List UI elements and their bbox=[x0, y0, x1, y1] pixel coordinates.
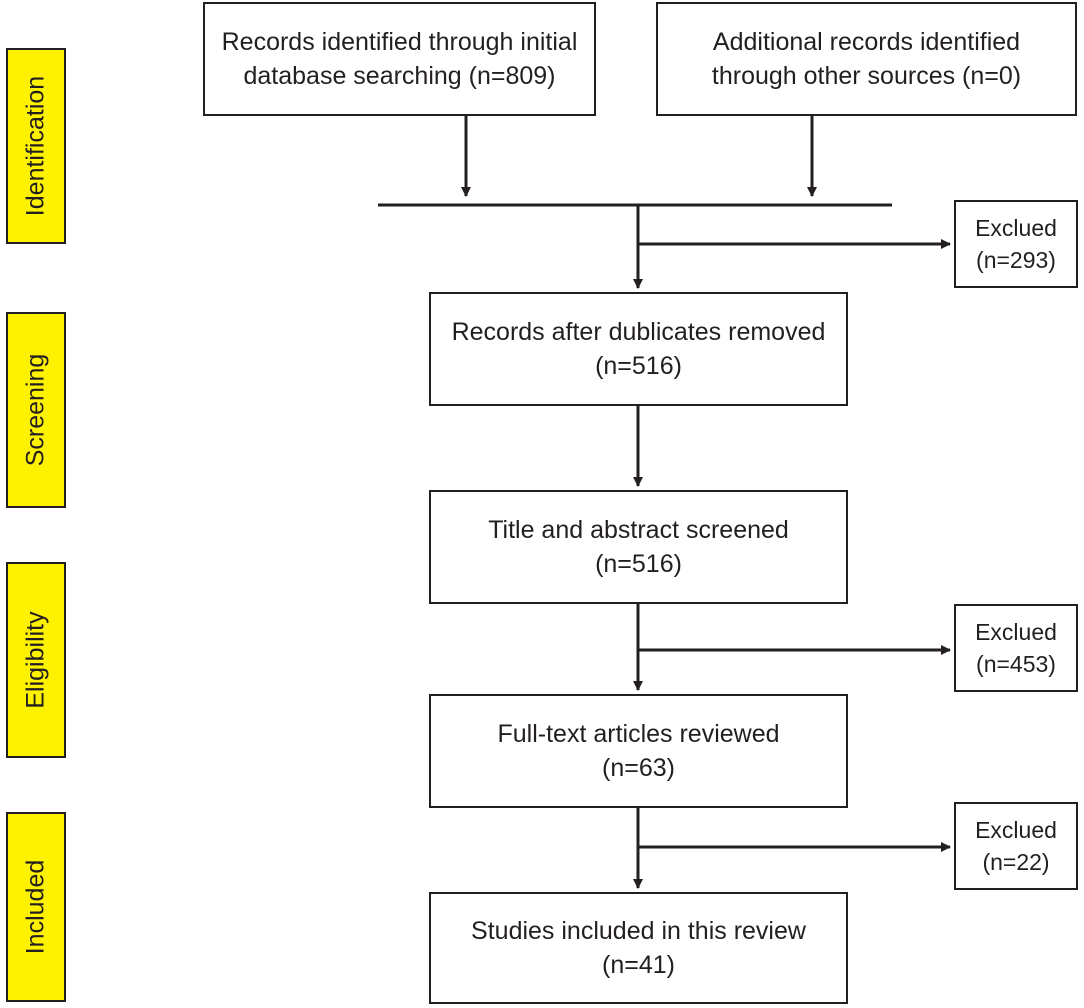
box-database-search-line2: database searching (n=809) bbox=[243, 62, 556, 90]
box-excluded-22-line2: (n=22) bbox=[982, 849, 1050, 875]
phase-identification: Identification bbox=[6, 48, 66, 244]
phase-eligibility-label: Eligibility bbox=[21, 611, 50, 709]
box-excluded-293: Exclued (n=293) bbox=[954, 200, 1078, 288]
box-excluded-453-line1: Exclued bbox=[975, 619, 1057, 645]
box-full-text-line1: Full-text articles reviewed bbox=[497, 720, 780, 748]
box-screened-line1: Title and abstract screened bbox=[488, 516, 789, 544]
phase-included: Included bbox=[6, 812, 66, 1002]
box-excluded-22-line1: Exclued bbox=[975, 817, 1057, 843]
phase-eligibility: Eligibility bbox=[6, 562, 66, 758]
box-screened-line2: (n=516) bbox=[595, 550, 682, 578]
box-duplicates-removed: Records after dublicates removed (n=516) bbox=[429, 292, 848, 406]
box-other-sources-line2: through other sources (n=0) bbox=[711, 62, 1022, 90]
box-excluded-22: Exclued (n=22) bbox=[954, 802, 1078, 890]
box-database-search-line1: Records identified through initial bbox=[221, 28, 578, 56]
box-other-sources: Additional records identified through ot… bbox=[656, 2, 1077, 116]
phase-screening: Screening bbox=[6, 312, 66, 508]
phase-included-label: Included bbox=[21, 859, 50, 955]
box-excluded-293-line1: Exclued bbox=[975, 215, 1057, 241]
box-duplicates-removed-line1: Records after dublicates removed bbox=[451, 318, 826, 346]
box-excluded-453: Exclued (n=453) bbox=[954, 604, 1078, 692]
phase-identification-label: Identification bbox=[21, 75, 50, 217]
box-screened: Title and abstract screened (n=516) bbox=[429, 490, 848, 604]
box-excluded-453-line2: (n=453) bbox=[976, 651, 1056, 677]
box-duplicates-removed-line2: (n=516) bbox=[595, 352, 682, 380]
box-full-text: Full-text articles reviewed (n=63) bbox=[429, 694, 848, 808]
box-included-studies-line1: Studies included in this review bbox=[471, 917, 806, 945]
box-database-search: Records identified through initial datab… bbox=[203, 2, 596, 116]
box-included-studies-line2: (n=41) bbox=[602, 951, 675, 979]
box-included-studies: Studies included in this review (n=41) bbox=[429, 892, 848, 1004]
box-full-text-line2: (n=63) bbox=[602, 754, 675, 782]
phase-screening-label: Screening bbox=[21, 353, 50, 467]
box-other-sources-line1: Additional records identified bbox=[712, 28, 1021, 56]
box-excluded-293-line2: (n=293) bbox=[976, 247, 1056, 273]
